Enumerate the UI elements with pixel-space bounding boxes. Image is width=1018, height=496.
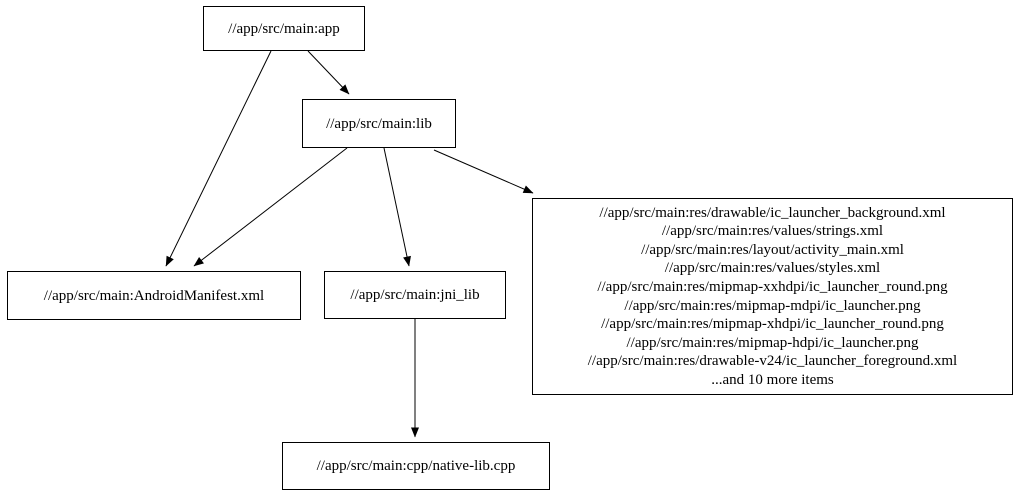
node-lib-label: //app/src/main:lib xyxy=(326,115,432,132)
resource-item: //app/src/main:res/drawable-v24/ic_launc… xyxy=(587,353,958,370)
resource-item: //app/src/main:res/drawable/ic_launcher_… xyxy=(599,204,946,221)
node-app-target: //app/src/main:app xyxy=(203,6,365,51)
resource-item: //app/src/main:res/mipmap-xhdpi/ic_launc… xyxy=(601,316,944,333)
node-jni-lib-label: //app/src/main:jni_lib xyxy=(350,287,480,303)
node-app-label: //app/src/main:app xyxy=(228,20,340,37)
resource-item: //app/src/main:res/mipmap-hdpi/ic_launch… xyxy=(626,334,919,351)
resource-item: //app/src/main:res/layout/activity_main.… xyxy=(641,241,904,258)
node-resources-group: //app/src/main:res/drawable/ic_launcher_… xyxy=(532,198,1013,395)
resource-item: //app/src/main:res/values/styles.xml xyxy=(664,260,881,277)
resource-item: //app/src/main:res/mipmap-xxhdpi/ic_laun… xyxy=(597,278,948,295)
edge-lib-to-manifest xyxy=(193,147,348,267)
node-jni-lib: //app/src/main:jni_lib xyxy=(324,271,506,319)
node-native-lib-cpp: //app/src/main:cpp/native-lib.cpp xyxy=(282,442,550,490)
node-native-lib-cpp-label: //app/src/main:cpp/native-lib.cpp xyxy=(316,458,516,474)
edge-lib-to-resources xyxy=(433,149,534,194)
edge-lib-to-jni-lib xyxy=(383,147,411,267)
node-android-manifest: //app/src/main:AndroidManifest.xml xyxy=(7,271,301,320)
resource-item: //app/src/main:res/values/strings.xml xyxy=(661,223,884,240)
edge-app-to-lib xyxy=(307,50,350,95)
resource-item: //app/src/main:res/mipmap-mdpi/ic_launch… xyxy=(624,297,921,314)
resource-items-more: ...and 10 more items xyxy=(711,371,834,388)
node-lib-target: //app/src/main:lib xyxy=(302,99,456,148)
edge-app-to-manifest xyxy=(165,50,272,267)
node-android-manifest-label: //app/src/main:AndroidManifest.xml xyxy=(43,287,265,304)
